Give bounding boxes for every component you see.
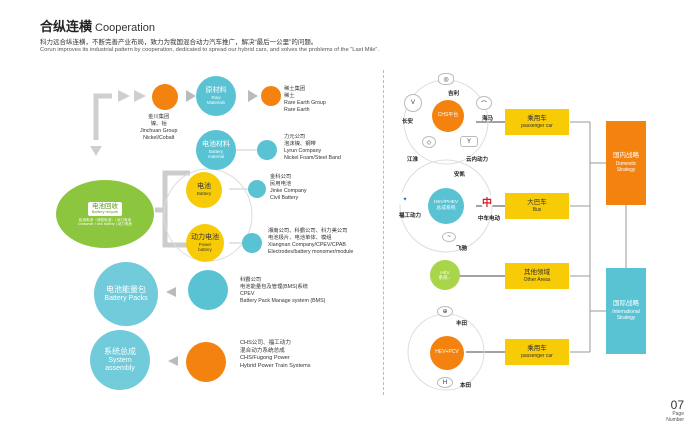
bus-box: 大巴车 Bus	[505, 193, 569, 219]
brand-ankai: 安凯	[454, 172, 466, 178]
recycling-circle: 电池回收 Battery recycle 民用电池（消费电池）| 动力电池 co…	[56, 180, 154, 248]
passenger-car2-box: 乘用车 passenger car	[505, 339, 569, 365]
ring-hev	[399, 159, 493, 253]
arrow-assembly-icon	[168, 356, 178, 366]
section-divider	[383, 70, 384, 395]
rare-earth-circle	[261, 86, 281, 106]
lyrun-label: 力元公司 泡沫镍、钢带 Lyrun Company Nickel Foam/St…	[284, 134, 341, 162]
fugong-logo-icon: ✦	[398, 192, 412, 206]
hev-other-circle: HEV 系统...	[430, 260, 460, 290]
battery-material-circle: 电池材料 Battery material	[196, 130, 236, 170]
international-strategy-box: 国际战略 International Strategy	[606, 268, 646, 354]
jinke-label: 金科公司 民用电池 Jinke Company Civil Battery	[270, 174, 307, 202]
chs-label: CHS公司、福工动力 混合动力系统总成 CHS/Fugong Power Hyb…	[240, 340, 311, 369]
title-en: Cooperation	[95, 22, 155, 34]
raw-material-circle: 原材料 Raw Materials	[196, 76, 236, 116]
return-arrow-down-icon	[90, 146, 102, 156]
jinchuan-label: 金川集团 镍、钴 Jinchuan Group Nickel/Cobalt	[140, 114, 178, 142]
arrow-rare-earth-icon	[248, 90, 258, 102]
title-cn: 合纵连横	[40, 19, 93, 34]
battery-circle: 电池 Battery	[186, 172, 222, 208]
brand-zhongche: 中车电动	[478, 216, 501, 222]
passenger-car-box: 乘用车 passenger car	[505, 109, 569, 135]
domestic-strategy-box: 国内战略 Domestic Strategy	[606, 121, 646, 205]
bms-circle	[188, 270, 228, 310]
battery-packs-circle: 电池能量包 Battery Packs	[94, 262, 158, 326]
bms-label: 科霸公司 电池能量包及管理(BMS)系统 CPEV Battery Pack M…	[240, 277, 326, 305]
brand-feichi: 飞驰	[456, 246, 468, 252]
yunnei-logo-icon: Y	[460, 136, 478, 147]
bracket-top	[155, 170, 190, 213]
jinke-circle	[248, 180, 266, 198]
other-areas-box: 其他领域 Other Areas	[505, 263, 569, 289]
return-path	[93, 93, 112, 140]
brand-bentian: 本田	[460, 383, 472, 389]
brand-fengtian: 丰田	[456, 321, 468, 327]
brand-fugong: 福工动力	[399, 213, 422, 219]
zhongche-logo-icon: 中	[480, 194, 494, 209]
subtitle-en: Corun improves its industrial pattern by…	[40, 47, 379, 53]
xiangnan-circle	[242, 233, 262, 253]
arrow-jinchuan-icon	[186, 90, 196, 102]
feichi-logo-icon: ~	[442, 232, 456, 242]
brand-changan: 长安	[402, 119, 414, 125]
jili-logo-icon: ◎	[438, 73, 454, 85]
brand-haima: 海马	[482, 116, 494, 122]
brand-jianghuai: 江淮	[407, 157, 419, 163]
chs-circle	[186, 342, 226, 382]
jinchuan-circle	[152, 84, 178, 110]
power-battery-circle: 动力电池 Power battery	[186, 224, 224, 262]
brand-yunnei: 云内动力	[466, 157, 489, 163]
hev-pcv-circle: HEV+PCV	[430, 336, 464, 370]
chs-platform-circle: CHS平台	[432, 100, 464, 132]
rare-earth-label: 稀土集团 稀土 Rare Earth Group Rare Earth	[284, 86, 326, 114]
changan-logo-icon: V	[404, 94, 422, 112]
arrow-packs-icon	[166, 287, 176, 297]
subtitle-cn: 科力远合纵连横，不断完善产业布局，致力为我国混合动力汽车推广，解决“最后一公里”…	[40, 39, 318, 46]
return-arrow-right-icon	[118, 90, 130, 102]
page-number: 07 Page Number	[666, 398, 684, 423]
brand-jili: 吉利	[448, 91, 460, 97]
lyrun-circle	[257, 140, 277, 160]
fengtian-logo-icon: ⊕	[437, 306, 453, 317]
arrow-right-icon	[134, 90, 146, 102]
bracket-bottom	[155, 207, 190, 248]
haima-logo-icon: ⌒	[476, 96, 492, 110]
xiangnan-label: 湘南公司、科霸公司、科力美公司 电池极片、电池单体、模组 Xiangnan Co…	[268, 228, 354, 256]
jianghuai-logo-icon: ◇	[422, 136, 436, 148]
hev-phev-circle: HEV/PHEV 总成系统	[428, 188, 464, 224]
system-assembly-circle: 系统总成 System assembly	[90, 330, 150, 390]
bentian-logo-icon: H	[437, 377, 453, 388]
